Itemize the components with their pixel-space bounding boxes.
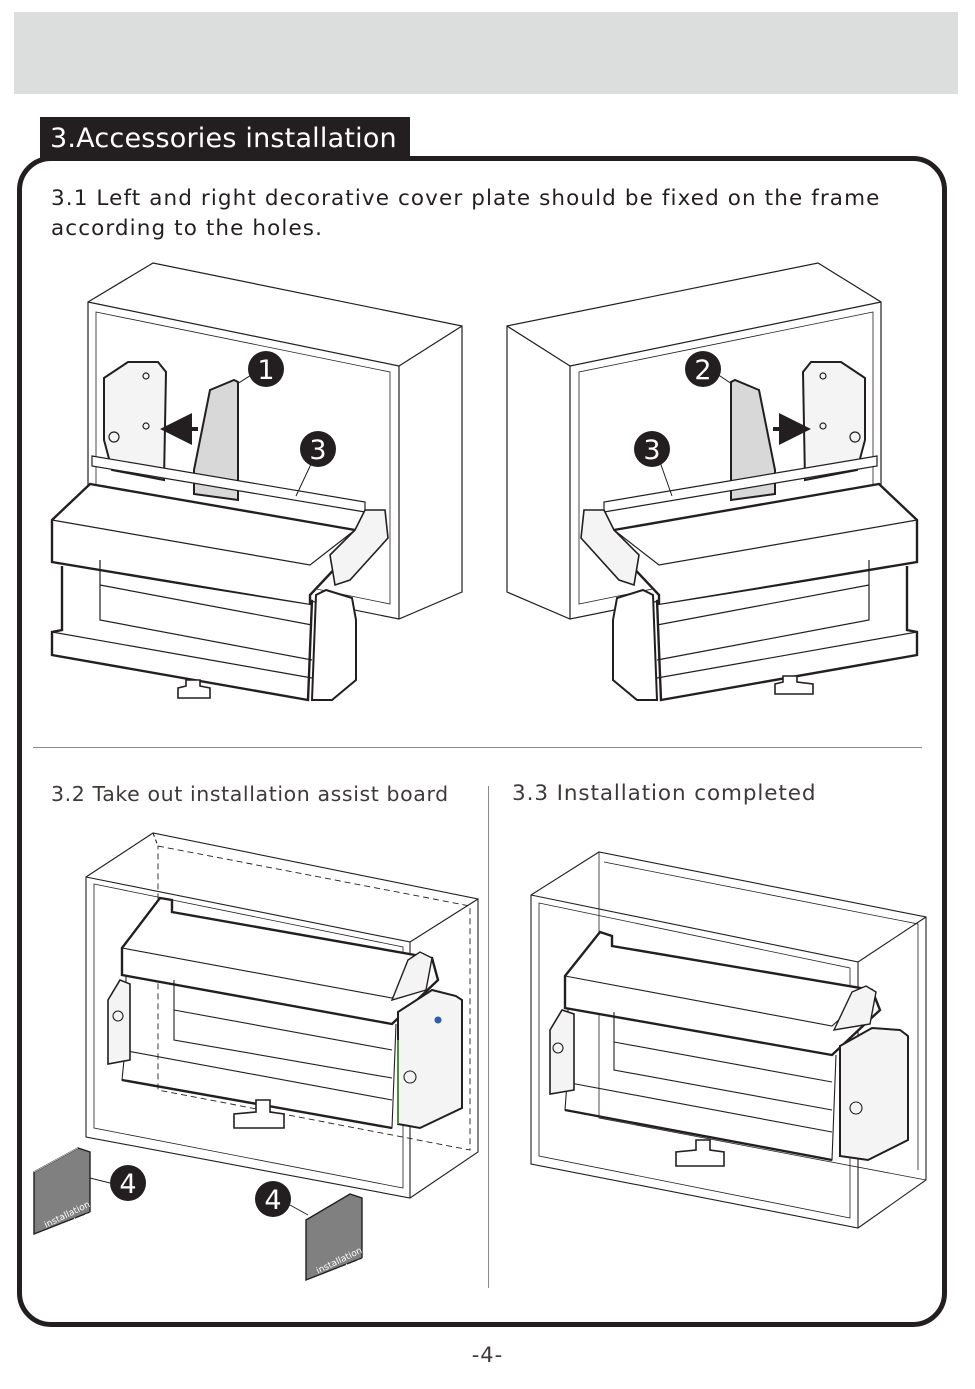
callout-badge-4b [255,1181,291,1217]
step-3-2-text: 3.2 Take out installation assist board [51,782,449,806]
horizontal-divider [33,747,922,748]
callout-badge-2 [685,351,721,387]
figure-3-1-left [50,262,463,702]
step-3-1-text: 3.1 Left and right decorative cover plat… [51,186,881,241]
step-3-3-text: 3.3 Installation completed [512,781,817,806]
header-banner [14,12,958,94]
figure-3-1-right [506,262,919,702]
callout-4b-label: 4 [264,1185,281,1216]
callout-3a-label: 3 [309,435,326,466]
callout-2-label: 2 [694,355,711,386]
figure-3-3 [530,851,927,1229]
callout-badge-4a [110,1165,146,1201]
vertical-divider [488,786,489,1288]
callout-badge-3b [634,431,670,467]
page-number: -4- [471,1343,504,1367]
section-title: 3.Accessories installation [40,117,410,158]
content-frame [17,156,947,1327]
callout-badge-1 [248,351,284,387]
figure-3-2 [33,832,479,1282]
callout-1-label: 1 [257,355,274,386]
callout-badge-3a [300,431,336,467]
callout-4a-label: 4 [119,1169,136,1200]
callout-3b-label: 3 [643,435,660,466]
